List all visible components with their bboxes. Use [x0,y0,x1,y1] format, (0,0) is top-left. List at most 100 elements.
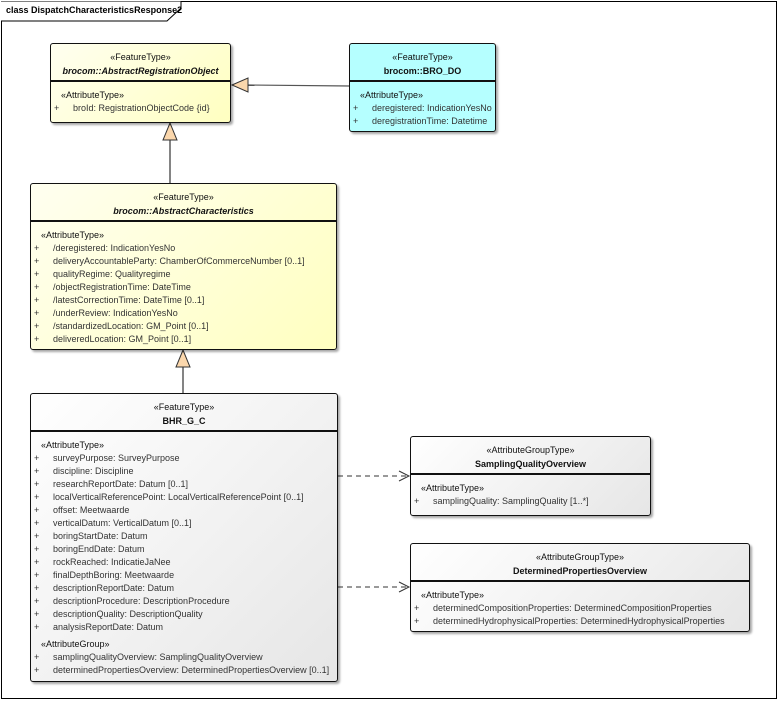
class-abstract-characteristics[interactable]: «FeatureType»brocom::AbstractCharacteris… [30,183,337,350]
class-header: «FeatureType»brocom::AbstractRegistratio… [51,44,230,82]
visibility-marker: + [34,570,40,580]
visibility-marker: + [34,453,40,463]
class-determined-properties-overview[interactable]: «AttributeGroupType»DeterminedProperties… [410,543,750,632]
attribute-row[interactable]: + /standardizedLocation: GM_Point [0..1] [31,320,336,333]
class-stereotype: «AttributeGroupType» [535,552,625,562]
class-stereotype: «FeatureType» [110,52,171,62]
attribute-text: samplingQualityOverview: SamplingQuality… [53,652,263,662]
attribute-text: deliveryAccountableParty: ChamberOfComme… [53,256,305,266]
visibility-marker: + [34,652,40,662]
attribute-row[interactable]: +surveyPurpose: SurveyPurpose [31,452,337,465]
class-bhr-g-c[interactable]: «FeatureType»BHR_G_C «AttributeType» +surv… [30,393,338,682]
attribute-row[interactable]: + deliveryAccountableParty: ChamberOfComm… [31,255,336,268]
visibility-marker: + [34,622,40,632]
attribute-text: analysisReportDate: Datum [53,622,164,632]
attribute-row[interactable]: +/objectRegistrationTime: DateTime [31,281,336,294]
attribute-row[interactable]: + descriptionQuality: DescriptionQuality [31,608,337,621]
attribute-text: discipline: Discipline [53,466,134,476]
attribute-text: localVerticalReferencePoint: LocalVertic… [53,492,304,502]
attribute-row[interactable]: +localVerticalReferencePoint: LocalVerti… [31,491,337,504]
class-attributes: «AttributeType»+broId: RegistrationObjec… [51,82,230,115]
diagram-title: class DispatchCharacteristicsResponse2 [6,5,183,15]
attribute-text: descriptionQuality: DescriptionQuality [53,609,203,619]
section-label: «AttributeType» [421,483,485,493]
attribute-row[interactable]: +/deregistered: IndicationYesNo [31,242,336,255]
attribute-text: samplingQuality: SamplingQuality [1..*] [433,496,589,506]
generalization-bro-do-to-abstract-registration-object[interactable] [230,77,351,93]
visibility-marker: + [353,103,359,113]
attribute-row[interactable]: + deregistrationTime: Datetime [350,115,495,128]
attribute-row[interactable]: + analysisReportDate: Datum [31,621,337,634]
attribute-row[interactable]: + researchReportDate: Datum [0..1] [31,478,337,491]
visibility-marker: + [414,603,420,613]
section-label: «AttributeType» [41,440,105,450]
dependency-bhr-g-c-to-sampling-quality-overview[interactable] [338,470,411,482]
attribute-text: deregistered: IndicationYesNo [372,103,492,113]
attribute-row[interactable]: +determinedPropertiesOverview: Determine… [31,664,337,677]
visibility-marker: + [34,479,40,489]
attribute-row[interactable]: +qualityRegime: Qualityregime [31,268,336,281]
attribute-row[interactable]: +/latestCorrectionTime: DateTime [0..1] [31,294,336,307]
class-stereotype: «FeatureType» [153,402,215,412]
class-name: brocom::BRO_DO [383,66,462,76]
attribute-text: boringStartDate: Datum [53,531,148,541]
attribute-row[interactable]: + offset: Meetwaarde [31,504,337,517]
attribute-row[interactable]: +descriptionReportDate: Datum [31,582,337,595]
generalization-abstract-characteristics-to-abstract-registration-object[interactable] [162,121,178,183]
diagram-title-tab [1,1,182,22]
class-stereotype: «AttributeGroupType» [486,445,575,455]
visibility-marker: + [34,505,40,515]
attribute-text: determinedHydrophysicalProperties: Deter… [433,616,725,626]
attribute-row[interactable]: +/underReview: IndicationYesNo [31,307,336,320]
visibility-marker: + [34,256,40,266]
class-abstract-registration-object[interactable]: «FeatureType»brocom::AbstractRegistratio… [50,43,231,123]
attribute-row[interactable]: +finalDepthBoring: Meetwaarde [31,569,337,582]
class-name: SamplingQualityOverview [474,459,587,469]
class-header: «FeatureType»BHR_G_C [31,394,337,432]
class-header: «AttributeGroupType» SamplingQualityOverv… [411,437,650,475]
attribute-row[interactable]: +deliveredLocation: GM_Point [0..1] [31,333,336,346]
class-attributes: «AttributeType» +samplingQuality: Samplin… [411,475,650,508]
attribute-row[interactable]: +descriptionProcedure: DescriptionProced… [31,595,337,608]
attribute-row[interactable]: +rockReached: IndicatieJaNee [31,556,337,569]
visibility-marker: + [414,616,420,626]
generalization-bhr-g-c-to-abstract-characteristics[interactable] [175,348,191,393]
dependency-bhr-g-c-to-determined-properties-overview[interactable] [338,581,411,593]
class-attributes: «AttributeType»+deregistered: Indication… [350,82,495,128]
section-label: «AttributeType» [41,230,105,240]
attribute-row[interactable]: + samplingQualityOverview: SamplingQualit… [31,651,337,664]
visibility-marker: + [34,609,40,619]
class-header: «FeatureType»brocom::AbstractCharacteris… [31,184,336,222]
attribute-text: broId: RegistrationObjectCode {id} [73,103,210,113]
attribute-row[interactable]: +boringStartDate: Datum [31,530,337,543]
visibility-marker: + [34,321,40,331]
visibility-marker: + [34,334,40,344]
visibility-marker: + [353,116,359,126]
attribute-text: /deregistered: IndicationYesNo [53,243,176,253]
attribute-row[interactable]: +determinedCompositionProperties: Determ… [411,602,749,615]
attribute-row[interactable]: + deregistered: IndicationYesNo [350,102,495,115]
attribute-text: offset: Meetwaarde [53,505,130,515]
attribute-row[interactable]: +broId: RegistrationObjectCode {id} [51,102,230,115]
class-sampling-quality-overview[interactable]: «AttributeGroupType» SamplingQualityOverv… [410,436,651,516]
visibility-marker: + [34,557,40,567]
attribute-text: deregistrationTime: Datetime [372,116,488,126]
attribute-row[interactable]: +verticalDatum: VerticalDatum [0..1] [31,517,337,530]
visibility-marker: + [34,282,40,292]
attribute-row[interactable]: +discipline: Discipline [31,465,337,478]
visibility-marker: + [34,269,40,279]
section-label: «AttributeType» [360,90,424,100]
attribute-row[interactable]: +samplingQuality: SamplingQuality [1..*] [411,495,650,508]
attribute-row[interactable]: + determinedHydrophysicalProperties: Dete… [411,615,749,628]
attribute-text: researchReportDate: Datum [0..1] [53,479,189,489]
visibility-marker: + [34,518,40,528]
visibility-marker: + [34,596,40,606]
attribute-row[interactable]: +boringEndDate: Datum [31,543,337,556]
class-name: brocom::AbstractCharacteristics [113,206,254,216]
class-attributes: «AttributeType»+determinedCompositionPro… [411,582,749,628]
attribute-text: /underReview: IndicationYesNo [53,308,178,318]
class-bro-do[interactable]: «FeatureType»brocom::BRO_DO«AttributeTyp… [349,43,496,132]
class-attributes: «AttributeType» +surveyPurpose: SurveyPur… [31,432,337,677]
attribute-text: /standardizedLocation: GM_Point [0..1] [53,321,209,331]
